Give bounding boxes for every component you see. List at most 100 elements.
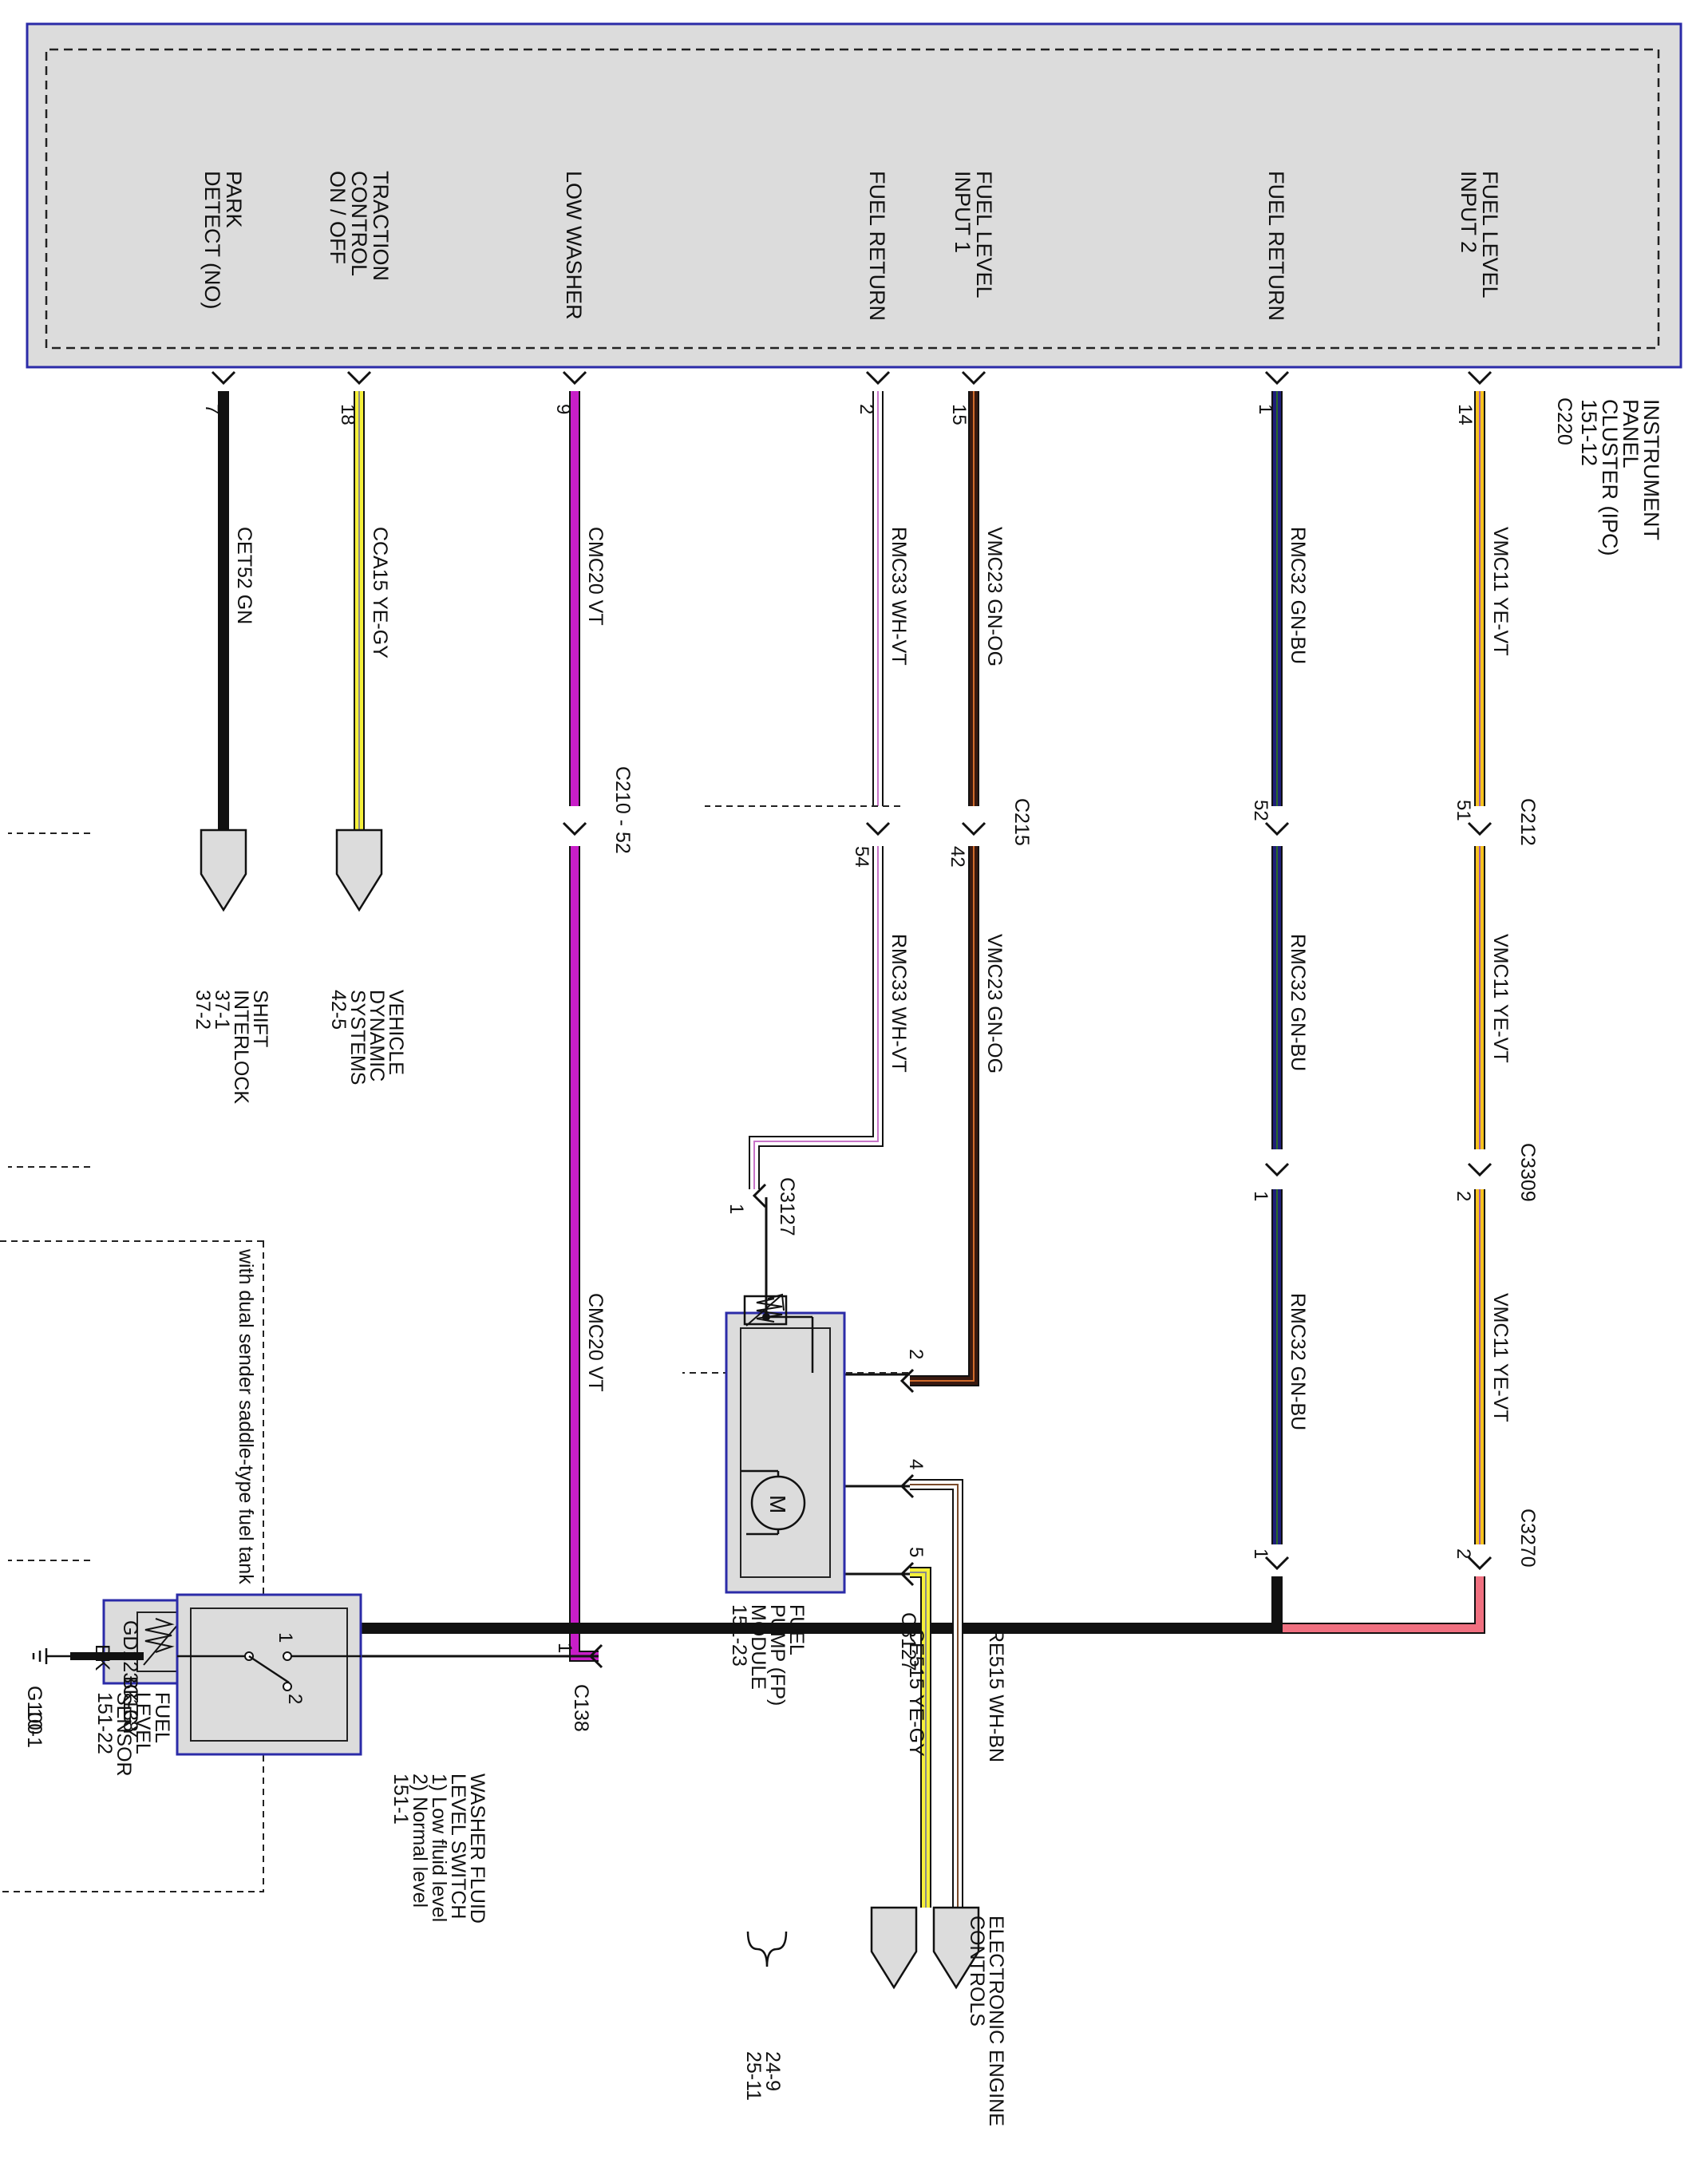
pin-washer: 9 — [552, 404, 574, 414]
wire-fuelreturn1-b-stripe — [753, 846, 879, 1189]
dest-vds-line-2: SYSTEMS — [346, 990, 369, 1085]
fuel-pump-module: M — [725, 1197, 846, 1594]
ipc-signal-traction-2: ON / OFF — [326, 171, 350, 264]
label-re515: RE515 WH-BN — [985, 1628, 1007, 1762]
label-fuelreturn2: RMC32 GN-BU — [1287, 527, 1309, 664]
label-ce515: CE515 YE-GY — [905, 1628, 927, 1757]
conn-c3270: C3270 — [1516, 1509, 1539, 1568]
conn-c212: C212 — [1516, 798, 1539, 846]
conn-c3309-pin-b: 2 — [1453, 1191, 1474, 1201]
label-park: CET52 GN — [233, 527, 255, 624]
dest-vds-line-1: DYNAMIC — [366, 990, 388, 1082]
chevron-c138-right — [588, 1643, 603, 1669]
chevron-c212-0 — [1264, 821, 1290, 836]
dest-eec-line-1: CONTROLS — [966, 1916, 988, 2027]
ipc-signal-washer-0: LOW WASHER — [562, 171, 586, 320]
dest-shift-line-3: 37-2 — [192, 990, 214, 1030]
ipc-signal-park-0: PARK — [222, 171, 246, 228]
chevron-c3127-top — [752, 1183, 767, 1208]
conn-c3309-pin-a: 1 — [1250, 1191, 1271, 1201]
switch-position-2: 2 — [284, 1694, 306, 1704]
wires — [104, 391, 1485, 1908]
chevron-ipc-fuellevel2 — [1467, 370, 1493, 386]
label-washer: CMC20 VT — [584, 527, 607, 626]
switch-label-line-2: 1) Low fluid level — [428, 1774, 450, 1922]
wire-fuellevel1-b-core — [910, 846, 978, 1385]
dest-eec-line-0: ELECTRONIC ENGINE — [985, 1916, 1007, 2126]
dest-shift-line-2: 37-1 — [211, 990, 233, 1030]
label-washer-2: CMC20 VT — [584, 1293, 607, 1392]
ground-name: G100 — [23, 1686, 45, 1734]
pin-fuelreturn1: 2 — [856, 404, 877, 414]
connector-chevrons — [157, 370, 1493, 1669]
dest-vds-line-3: 42-5 — [327, 990, 350, 1030]
chevron-c215-1 — [961, 821, 986, 836]
conn-c3270-pin-a: 1 — [1250, 1548, 1271, 1559]
conn-fp-pin-2: 2 — [905, 1349, 927, 1359]
conn-fp-pin-5: 5 — [905, 1547, 927, 1557]
dest-eec-ref-1: 25-11 — [742, 2051, 765, 2101]
chevron-ipc-fuelreturn1 — [865, 370, 891, 386]
dest-eec-block-b — [870, 1906, 918, 1990]
ipc-module — [26, 22, 1682, 369]
conn-c210: C210 - 52 — [611, 766, 634, 854]
label-fuelreturn2-2: RMC32 GN-BU — [1287, 934, 1309, 1071]
ipc-title-line-3: 151-12 — [1577, 399, 1601, 466]
chevron-c212-1 — [1467, 821, 1493, 836]
label-fuellevel1: VMC23 GN-OG — [983, 527, 1006, 666]
label-fuelreturn1-2: RMC33 WH-VT — [888, 934, 910, 1073]
dual-sender-note: with dual sender saddle-type fuel tank — [235, 1248, 257, 1584]
ipc-title-line-1: PANEL — [1619, 399, 1643, 469]
washer-fluid-level-switch: 1 2 — [176, 1593, 362, 1756]
chevron-ipc-washer — [562, 370, 587, 386]
chevron-c210 — [562, 821, 587, 836]
switch-position-1: 1 — [275, 1632, 296, 1643]
ipc-signal-fuelreturn1-0: FUEL RETURN — [865, 171, 889, 321]
pin-park: 7 — [201, 404, 223, 414]
wire-fuellevel1-b-stripe — [910, 846, 975, 1382]
conn-c3309: C3309 — [1516, 1143, 1539, 1202]
ipc-connector-c220: C220 — [1553, 397, 1576, 445]
chevron-ipc-fuellevel1 — [961, 370, 986, 386]
chevron-c3270-0 — [1264, 1556, 1290, 1571]
switch-label-line-1: LEVEL SWITCH — [447, 1774, 469, 1919]
chevron-c3309-1 — [1467, 1162, 1493, 1177]
ground-g100 — [32, 1648, 144, 1664]
wire-fuelreturn1-b-core — [750, 846, 882, 1189]
dest-eec-ref-0: 24-9 — [761, 2051, 784, 2091]
chevron-fp-5 — [899, 1561, 915, 1587]
chevron-ipc-traction — [346, 370, 372, 386]
ground-circuit-label: GD123 — [119, 1620, 141, 1683]
ipc-signal-fuellevel1-1: INPUT 1 — [951, 171, 975, 253]
label-fuellevel2: VMC11 YE-VT — [1489, 527, 1512, 656]
fp-label-line-2: MODULE — [747, 1604, 769, 1690]
conn-c138-right-pin: 1 — [554, 1643, 575, 1653]
conn-c3127-top-pin: 1 — [726, 1204, 747, 1214]
conn-fp-pin-4: 4 — [905, 1459, 927, 1469]
switch-label-line-0: WASHER FLUID — [466, 1774, 488, 1924]
pin-fuellevel1: 15 — [948, 404, 970, 425]
ipc-signal-fuellevel2-1: INPUT 2 — [1457, 171, 1481, 253]
label-fuellevel2-2: VMC11 YE-VT — [1489, 934, 1512, 1063]
wire-washer-b-core — [571, 846, 599, 1660]
sensor-label-line-1: LEVEL — [132, 1692, 154, 1754]
motor-symbol: M — [765, 1495, 790, 1513]
conn-c138-right: C138 — [570, 1684, 592, 1732]
chevron-c215-0 — [865, 821, 891, 836]
dest-shift-block — [200, 828, 247, 912]
chevron-fp-2 — [899, 1368, 915, 1394]
conn-c215-pin-a: 54 — [851, 846, 872, 868]
conn-c215-pin-b: 42 — [947, 846, 968, 868]
conn-c3270-pin-b: 2 — [1453, 1548, 1474, 1559]
conn-c212-pin-b: 51 — [1453, 800, 1474, 821]
fp-label-line-0: FUEL — [785, 1604, 808, 1655]
label-fuelreturn2-3: RMC32 GN-BU — [1287, 1293, 1309, 1430]
ipc-title-line-0: INSTRUMENT — [1639, 399, 1663, 540]
ipc-signal-fuelreturn2-0: FUEL RETURN — [1264, 171, 1288, 321]
